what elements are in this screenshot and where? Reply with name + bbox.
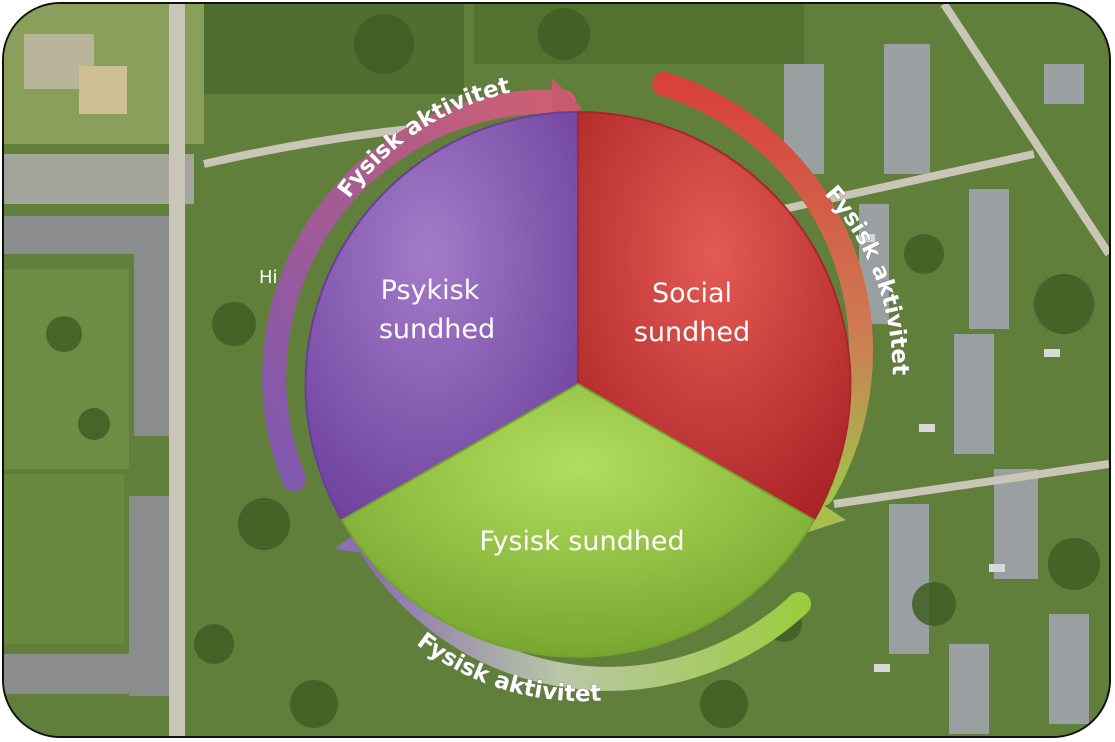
segment-psykisk-label-line2: sundhed	[379, 314, 495, 345]
health-circle: Psykisk sundhed Social sundhed Fysisk su…	[304, 110, 852, 658]
segment-psykisk-label-line1: Psykisk	[381, 275, 480, 306]
arrow-top-left-band	[262, 89, 576, 491]
segment-fysisk	[340, 382, 816, 658]
segment-social	[577, 110, 852, 522]
map-label-fragment: Hi	[259, 267, 278, 288]
arrow-right-band	[652, 72, 874, 506]
diagram-canvas: Hi Fysisk aktivitet Fysisk aktivitet Fys…	[4, 4, 1109, 736]
segment-fysisk-label: Fysisk sundhed	[479, 526, 684, 557]
segment-psykisk	[304, 110, 579, 522]
segment-social-label-line2: sundhed	[634, 317, 750, 348]
segment-social-label-line1: Social	[652, 278, 732, 309]
